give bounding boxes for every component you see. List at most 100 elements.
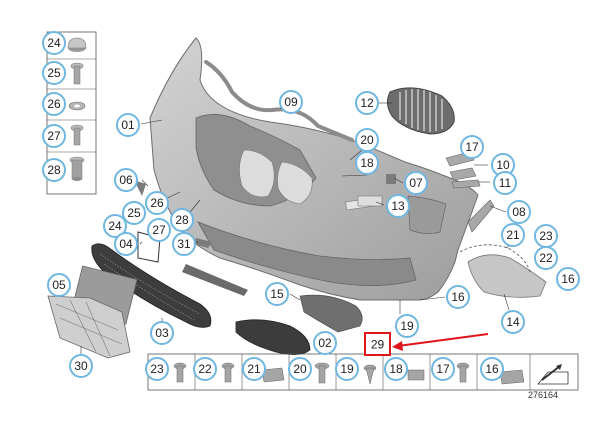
callout-label: 23: [539, 229, 553, 243]
callout-part-01[interactable]: 01: [116, 113, 140, 137]
callout-bottom-16[interactable]: 16: [480, 357, 504, 381]
callout-part-16[interactable]: 16: [556, 267, 580, 291]
callout-bottom-17[interactable]: 17: [431, 357, 455, 381]
callout-part-04[interactable]: 04: [114, 232, 138, 256]
callout-part-17[interactable]: 17: [460, 135, 484, 159]
callout-part-25[interactable]: 25: [122, 201, 146, 225]
callout-circle: [145, 191, 169, 215]
callout-part-07[interactable]: 07: [404, 171, 428, 195]
callout-label: 20: [360, 133, 374, 147]
callout-circle: [460, 135, 484, 159]
kidney-grille: [386, 87, 455, 135]
callout-circle: [279, 90, 303, 114]
callout-part-16[interactable]: 16: [446, 285, 470, 309]
trim-strip: [204, 60, 354, 142]
callout-label: 27: [47, 129, 61, 143]
callout-circle: [145, 357, 169, 381]
callout-bottom-18[interactable]: 18: [384, 357, 408, 381]
diagram-id-label: 276164: [528, 390, 558, 400]
callout-label: 12: [360, 96, 374, 110]
callout-label: 31: [177, 237, 191, 251]
callout-part-08[interactable]: 08: [507, 200, 531, 224]
callout-circle: [242, 357, 266, 381]
callout-label: 03: [155, 326, 169, 340]
callout-bottom-19[interactable]: 19: [335, 357, 359, 381]
callout-circle: [493, 171, 517, 195]
part-screw-icon: [70, 124, 84, 146]
callout-left-27[interactable]: 27: [42, 124, 66, 148]
callout-label: 20: [293, 362, 307, 376]
callout-circle: [501, 310, 525, 334]
callout-circle: [147, 218, 171, 242]
callout-part-15[interactable]: 15: [265, 282, 289, 306]
callout-bottom-21[interactable]: 21: [242, 357, 266, 381]
callout-label: 28: [47, 163, 61, 177]
callout-part-27[interactable]: 27: [147, 218, 171, 242]
callout-part-13[interactable]: 13: [386, 194, 410, 218]
clip-31: [194, 238, 212, 248]
callout-circle: [386, 194, 410, 218]
callout-label: 01: [121, 118, 135, 132]
callout-left-28[interactable]: 28: [42, 158, 66, 182]
callout-circle: [265, 282, 289, 306]
callout-part-19[interactable]: 19: [395, 314, 419, 338]
callout-left-24[interactable]: 24: [42, 31, 66, 55]
callout-part-11[interactable]: 11: [493, 171, 517, 195]
callout-left-25[interactable]: 25: [42, 61, 66, 85]
callout-part-23[interactable]: 23: [534, 224, 558, 248]
callout-label: 05: [52, 278, 66, 292]
part-washer-icon: [68, 101, 86, 111]
callout-part-03[interactable]: 03: [150, 321, 174, 345]
callout-part-24[interactable]: 24: [103, 214, 127, 238]
arrow-box-icon: [537, 364, 569, 385]
callout-part-02[interactable]: 02: [313, 331, 337, 355]
callout-label: 16: [451, 290, 465, 304]
callout-part-18[interactable]: 18: [355, 151, 379, 175]
callout-part-12[interactable]: 12: [355, 91, 379, 115]
callout-left-26[interactable]: 26: [42, 92, 66, 116]
callout-part-05[interactable]: 05: [47, 273, 71, 297]
callout-label: 13: [391, 199, 405, 213]
bottom-parts-row: [147, 353, 579, 391]
callout-part-30[interactable]: 30: [69, 354, 93, 378]
callout-part-06[interactable]: 06: [114, 168, 138, 192]
panel-13: [357, 195, 383, 207]
fog-grille: [235, 319, 311, 355]
side-bracket: [459, 244, 547, 298]
callout-circle: [431, 357, 455, 381]
callout-part-20[interactable]: 20: [355, 128, 379, 152]
left-fastener-column: [46, 31, 97, 195]
callout-circle: [288, 357, 312, 381]
callout-label: 16: [485, 362, 499, 376]
callout-circle: [556, 267, 580, 291]
callout-circle: [534, 246, 558, 270]
callout-circle: [103, 214, 127, 238]
callout-part-28[interactable]: 28: [170, 208, 194, 232]
callout-part-21[interactable]: 21: [501, 223, 525, 247]
callout-label: 08: [512, 205, 526, 219]
side-strip: [467, 199, 495, 233]
callout-label: 21: [506, 228, 520, 242]
callout-part-22[interactable]: 22: [534, 246, 558, 270]
callout-label: 15: [270, 287, 284, 301]
callout-part-09[interactable]: 09: [279, 90, 303, 114]
callout-label: 06: [119, 173, 133, 187]
callout-label: 24: [108, 219, 122, 233]
callout-label: 24: [47, 36, 61, 50]
callout-label: 07: [409, 176, 423, 190]
callout-part-26[interactable]: 26: [145, 191, 169, 215]
callout-circle: [404, 171, 428, 195]
callout-circle: [313, 331, 337, 355]
callout-bottom-22[interactable]: 22: [193, 357, 217, 381]
callout-bottom-20[interactable]: 20: [288, 357, 312, 381]
callout-label: 30: [74, 359, 88, 373]
callout-circle: [47, 273, 71, 297]
highlight-callout[interactable]: 29: [364, 332, 391, 356]
callout-part-14[interactable]: 14: [501, 310, 525, 334]
callout-bottom-23[interactable]: 23: [145, 357, 169, 381]
callout-circle: [384, 357, 408, 381]
callout-part-31[interactable]: 31: [172, 232, 196, 256]
callout-label: 11: [499, 176, 512, 190]
callout-circle: [507, 200, 531, 224]
